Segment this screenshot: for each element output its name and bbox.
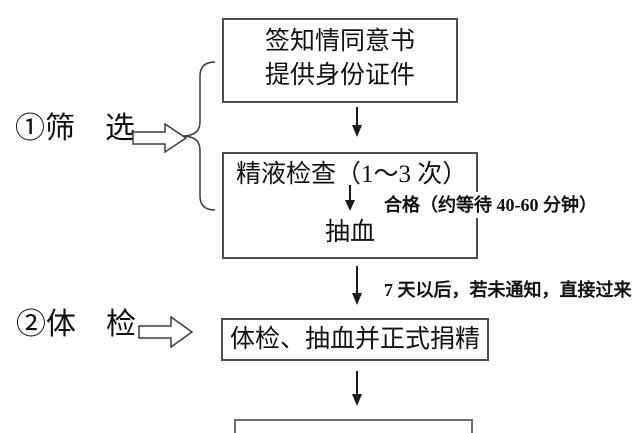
down-arrow-icon: [345, 185, 355, 211]
physical-exam-label: 体检、抽血并正式捐精: [229, 326, 480, 353]
consent-line2: 提供身份证件: [264, 62, 415, 89]
seven-days-note: 7 天以后，若未通知，直接过来: [384, 277, 632, 303]
right-arrow-icon: [132, 123, 188, 153]
qualified-wait-note: 合格（约等待 40-60 分钟）: [384, 192, 597, 218]
down-arrow-icon: [352, 371, 362, 406]
step1-screening-label: ①筛 选: [15, 112, 135, 145]
right-arrow-icon: [138, 316, 194, 348]
down-arrow-icon: [352, 107, 362, 137]
consent-line1: 签知情同意书: [264, 28, 415, 55]
step2-physical-label: ②体 检: [16, 308, 136, 341]
semen-check-title: 精液检查（1～3 次）: [236, 161, 468, 188]
consent-box: 签知情同意书 提供身份证件: [222, 18, 458, 103]
blood-draw-label: 抽血: [324, 219, 375, 246]
physical-exam-box: 体检、抽血并正式捐精: [221, 318, 489, 361]
curly-brace-icon: [181, 61, 216, 211]
next-step-box-cutoff: [234, 419, 473, 433]
down-arrow-icon: [352, 266, 362, 305]
